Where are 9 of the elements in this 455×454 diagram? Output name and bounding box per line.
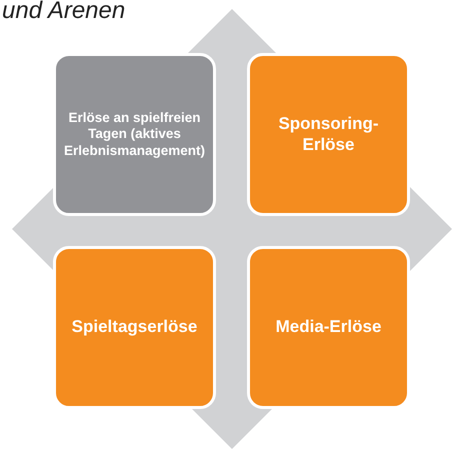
segment-box [247,53,410,216]
segment-label: Media-Erlöse [276,317,382,338]
segment-label: Sponsoring-Erlöse [277,114,380,155]
segment-label: Spieltagserlöse [72,317,198,338]
segment-label: Erlöse an spielfreien Tagen (aktives Erlebnismanagement) [62,110,206,159]
segment-box [53,53,216,216]
title: und Arenen [2,0,126,25]
segment-box [53,246,216,409]
segment-box [247,246,410,409]
